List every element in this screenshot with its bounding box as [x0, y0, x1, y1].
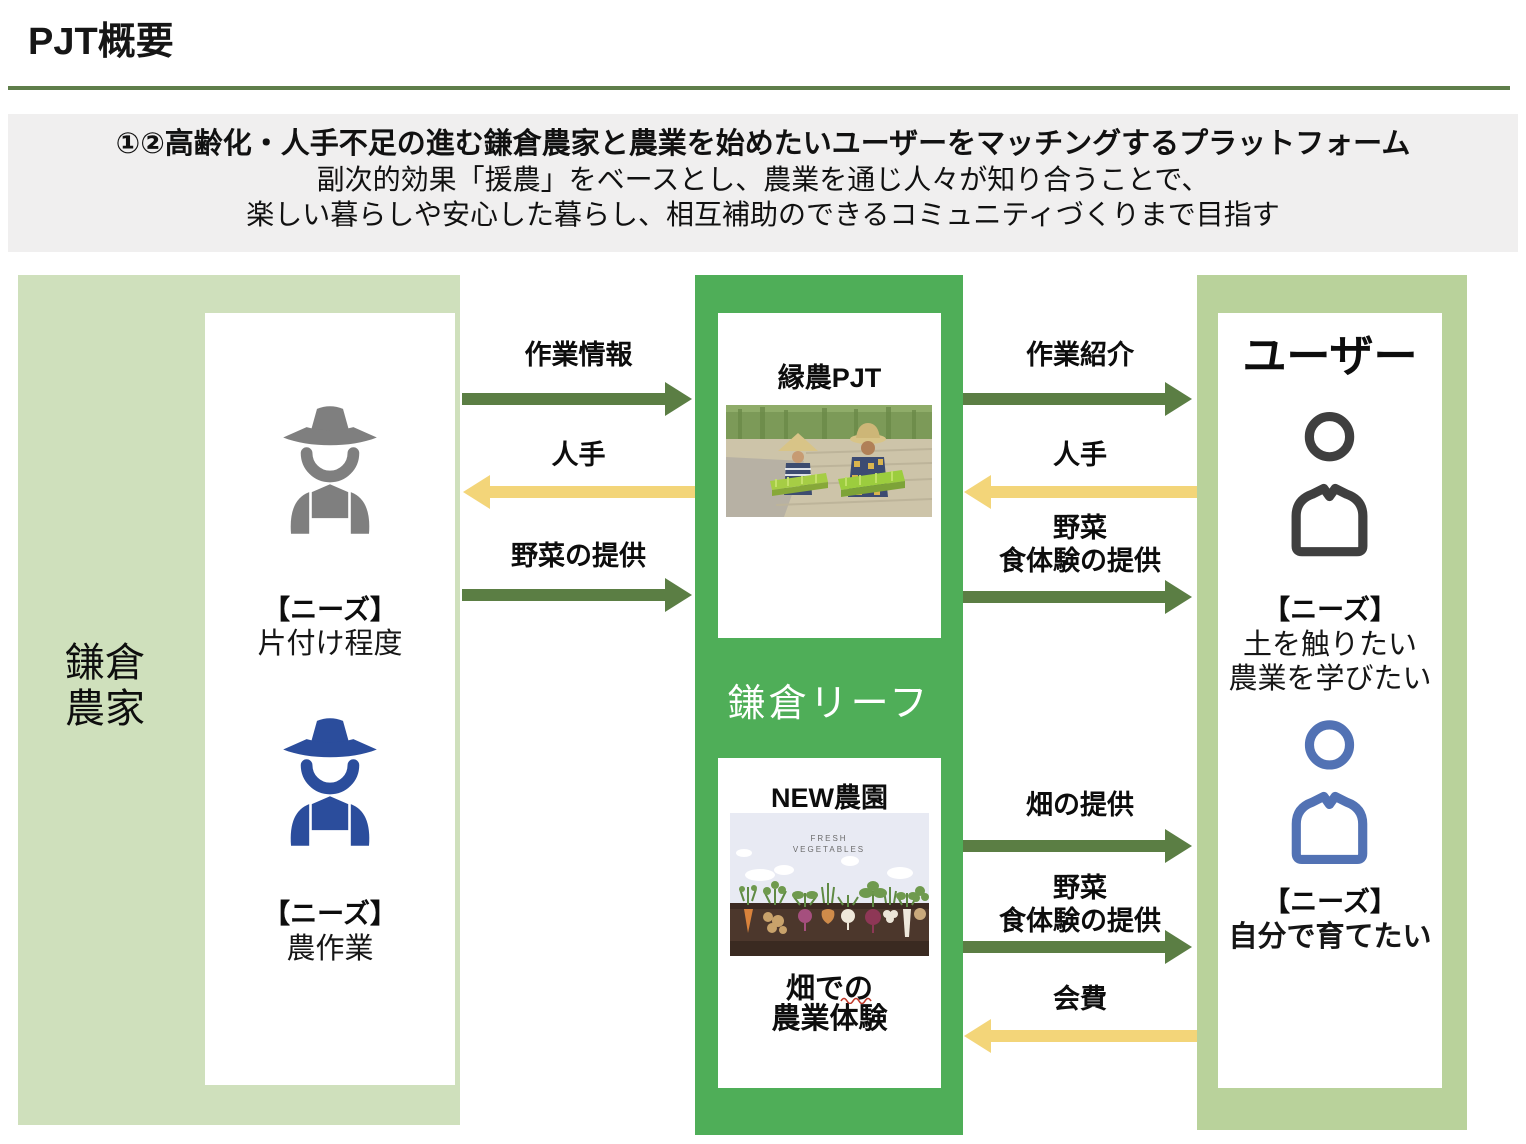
arrow-veg-food-exp-to-user-2: [963, 941, 1165, 953]
flow-label-field-offer: 畑の提供: [1026, 790, 1134, 820]
platform-panel-label: 鎌倉リーフ: [727, 683, 931, 725]
page-title: PJT概要: [28, 21, 174, 63]
user-icon-blue: [1272, 714, 1387, 872]
banner-line-1: ①②高齢化・人手不足の進む鎌倉農家と農業を始めたいユーザーをマッチングするプラッ…: [115, 128, 1411, 160]
flow-label-work-info: 作業情報: [524, 340, 633, 370]
arrow-veg-food-exp-to-user: [963, 591, 1165, 603]
illustration-title-line2: VEGETABLES: [793, 845, 865, 854]
flow-label-manpower-left: 人手: [551, 440, 606, 470]
user1-needs-line1: 土を触りたい: [1242, 629, 1417, 661]
arrow-field-offer: [963, 840, 1165, 852]
flow-label-manpower-right: 人手: [1053, 440, 1107, 470]
user1-needs-heading: 【ニーズ】: [1263, 595, 1397, 625]
users-panel-title: ユーザー: [1242, 332, 1418, 381]
user2-needs-heading: 【ニーズ】: [1263, 887, 1397, 917]
new-farm-title: NEW農園: [771, 783, 888, 813]
farmers-panel-label: 鎌倉 農家: [65, 641, 145, 731]
flow-label-veg-food-exp-top: 野菜 食体験の提供: [999, 513, 1161, 576]
flow-label-veg-food-exp-bottom: 野菜 食体験の提供: [999, 873, 1161, 936]
users-card: [1218, 313, 1442, 1088]
flow-label-vegetable-offer: 野菜の提供: [511, 541, 646, 571]
banner-line-2: 副次的効果「援農」をベースとし、農業を通じ人々が知り合うことで、: [316, 164, 1210, 195]
user-icon-dark: [1272, 405, 1387, 565]
flow-label-membership-fee: 会費: [1053, 984, 1107, 1014]
flow-label-work-referral: 作業紹介: [1026, 340, 1134, 370]
new-farm-caption-line2: 農業体験: [771, 1003, 888, 1035]
summary-banner: ①②高齢化・人手不足の進む鎌倉農家と農業を始めたいユーザーをマッチングするプラッ…: [8, 114, 1518, 252]
arrow-manpower-to-platform: [991, 486, 1197, 498]
user2-needs-line1: 自分で育てたい: [1228, 921, 1432, 953]
arrow-vegetables-to-platform: [462, 589, 665, 601]
farmer-icon-gray: [265, 398, 395, 568]
arrow-membership-fee: [991, 1030, 1197, 1042]
arrow-manpower-to-farmer: [490, 486, 695, 498]
red-squiggle-underline: [840, 996, 872, 1004]
vegetables-illustration: FRESH VEGETABLES: [730, 813, 929, 956]
arrow-work-info: [462, 393, 665, 405]
farmer2-needs-text: 農作業: [286, 933, 374, 965]
banner-line-3: 楽しい暮らしや安心した暮らし、相互補助のできるコミュニティづくりまで目指す: [246, 199, 1280, 230]
new-farm-caption-line1: 畑での: [785, 973, 873, 1005]
farmers-photo: [726, 405, 932, 517]
farmer1-needs-text: 片付け程度: [257, 628, 403, 660]
title-divider: [8, 86, 1510, 90]
farmer-icon-blue: [265, 710, 395, 880]
engo-pjt-title: 縁農PJT: [777, 363, 882, 393]
user1-needs-line2: 農業を学びたい: [1228, 663, 1432, 695]
farmer1-needs-heading: 【ニーズ】: [263, 595, 397, 625]
illustration-title-line1: FRESH: [810, 834, 847, 843]
farmer2-needs-heading: 【ニーズ】: [263, 899, 397, 929]
arrow-work-referral: [963, 393, 1165, 405]
